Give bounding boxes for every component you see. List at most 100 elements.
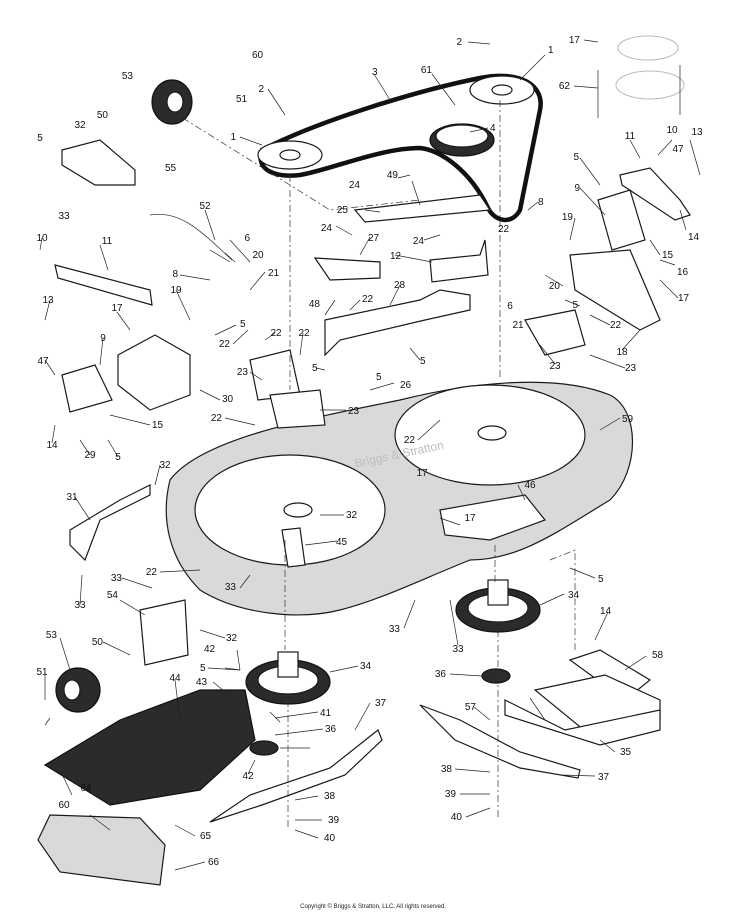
callout-41: 41 <box>320 708 332 719</box>
callout-58: 58 <box>652 650 664 661</box>
spare-pulley-ghost <box>597 35 685 118</box>
assembly-line-g <box>169 109 421 211</box>
callout-23: 23 <box>625 363 637 374</box>
belt-guard-23 <box>524 309 586 356</box>
upper-left-wheel-bracket <box>61 139 136 186</box>
callout-37: 37 <box>375 698 387 709</box>
callout-1: 1 <box>548 45 554 56</box>
callout-47: 47 <box>37 356 49 367</box>
callout-48: 48 <box>309 299 321 310</box>
idler-arm <box>353 194 492 223</box>
belt-guard-23c <box>269 389 326 429</box>
callout-33: 33 <box>74 600 86 611</box>
callout-2: 2 <box>258 84 264 95</box>
callout-61: 61 <box>421 65 433 76</box>
callout-62: 62 <box>559 81 571 92</box>
callout-2: 2 <box>456 37 462 48</box>
callout-5: 5 <box>240 319 246 330</box>
callout-33: 33 <box>452 644 464 655</box>
callout-23: 23 <box>348 406 360 417</box>
bracket-12 <box>429 239 489 283</box>
callout-55: 55 <box>165 163 177 174</box>
discharge-shield <box>43 689 256 806</box>
drive-belt <box>258 73 543 223</box>
callout-15: 15 <box>662 250 674 261</box>
callout-21: 21 <box>268 268 280 279</box>
spindle-left <box>245 651 331 705</box>
callout-42: 42 <box>204 644 216 655</box>
callout-9: 9 <box>574 183 580 194</box>
callout-25: 25 <box>337 205 349 216</box>
callout-50: 50 <box>97 110 109 121</box>
callout-15: 15 <box>152 420 164 431</box>
lower-left-wheel <box>55 667 101 713</box>
callout-12: 12 <box>390 251 402 262</box>
callout-5: 5 <box>376 372 382 383</box>
callout-20: 20 <box>549 281 561 292</box>
callout-22: 22 <box>298 328 310 339</box>
callout-6: 6 <box>244 233 250 244</box>
callout-23: 23 <box>237 367 249 378</box>
callout-33: 33 <box>111 573 123 584</box>
callout-33: 33 <box>58 211 70 222</box>
callout-19: 19 <box>562 212 574 223</box>
callout-66: 66 <box>208 857 220 868</box>
callout-labels: 2 1 1 2 3 4 8 49 61 17 62 11 10 13 47 5 … <box>36 35 703 868</box>
callout-28: 28 <box>394 280 406 291</box>
callout-33: 33 <box>225 582 237 593</box>
callout-31: 31 <box>66 492 78 503</box>
blade-right <box>419 704 581 779</box>
callout-53: 53 <box>46 630 58 641</box>
deck-pulley-left <box>257 140 323 170</box>
gauge-bracket-35 <box>504 699 661 746</box>
bearing-36-right <box>481 668 511 684</box>
callout-22: 22 <box>610 320 622 331</box>
spindle-right <box>455 579 541 633</box>
callout-43: 43 <box>196 677 208 688</box>
copyright-notice: Copyright © Briggs & Stratton, LLC. All … <box>300 904 446 910</box>
callout-32: 32 <box>74 120 86 131</box>
callout-13: 13 <box>691 127 703 138</box>
callout-22: 22 <box>362 294 374 305</box>
callout-39: 39 <box>445 789 457 800</box>
lower-left-wheel-bracket <box>139 599 189 666</box>
callout-17: 17 <box>678 293 690 304</box>
idler-pulley <box>429 123 495 157</box>
callout-30: 30 <box>222 394 234 405</box>
callout-17: 17 <box>416 468 428 479</box>
callout-39: 39 <box>328 815 340 826</box>
deck-stay-31 <box>69 484 151 562</box>
callout-leaders <box>39 39 701 871</box>
callout-27: 27 <box>368 233 380 244</box>
callout-38: 38 <box>324 791 336 802</box>
callout-5: 5 <box>37 133 43 144</box>
callout-42: 42 <box>242 771 254 782</box>
callout-22: 22 <box>498 224 510 235</box>
callout-14: 14 <box>600 606 612 617</box>
callout-32: 32 <box>226 633 238 644</box>
upper-left-wheel <box>151 79 193 125</box>
blade-left <box>209 729 383 823</box>
callout-32: 32 <box>159 460 171 471</box>
callout-16: 16 <box>677 267 689 278</box>
callout-24: 24 <box>349 180 361 191</box>
left-hanger-bracket <box>61 364 113 413</box>
spring-bracket <box>313 257 381 281</box>
callout-19: 19 <box>170 285 182 296</box>
callout-65: 65 <box>200 831 212 842</box>
callout-40: 40 <box>451 812 463 823</box>
right-lift-arm <box>619 167 691 221</box>
deck-pulley-right <box>469 75 535 105</box>
callout-10: 10 <box>36 233 48 244</box>
callout-8: 8 <box>172 269 178 280</box>
callout-44: 44 <box>169 673 181 684</box>
callout-5: 5 <box>572 300 578 311</box>
callout-40: 40 <box>324 833 336 844</box>
callout-3: 3 <box>372 67 378 78</box>
callout-6: 6 <box>507 301 513 312</box>
center-bracket <box>324 289 471 357</box>
callout-5: 5 <box>573 152 579 163</box>
callout-47: 47 <box>672 144 684 155</box>
callout-46: 46 <box>524 480 536 491</box>
